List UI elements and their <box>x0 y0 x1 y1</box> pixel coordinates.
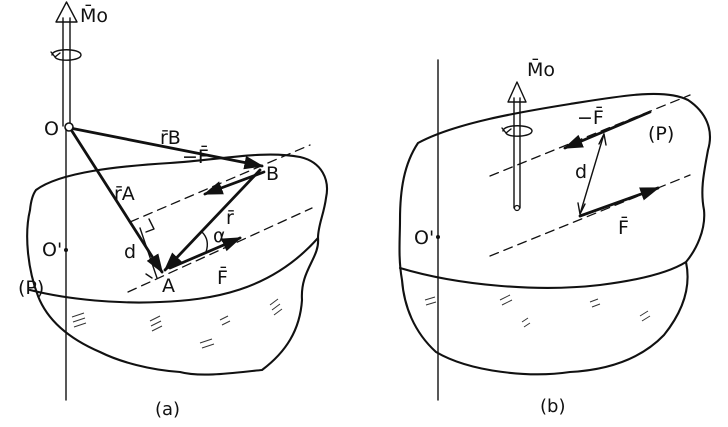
moment-label-b: M̄o <box>527 57 555 81</box>
minus-f-label-a: −F̄ <box>182 144 209 168</box>
panel-b: M̄o −F̄ (P) d O' F̄ (b) <box>398 57 711 417</box>
vector-r <box>163 168 262 272</box>
action-line-upper-b <box>489 94 691 177</box>
plane-label-a: (P) <box>18 277 44 299</box>
rock-body-b <box>398 92 711 376</box>
alpha-label: α <box>213 225 226 247</box>
caption-b: (b) <box>540 396 565 417</box>
origin-prime-point-a <box>64 248 68 252</box>
hatching-b <box>424 294 651 328</box>
r-label: r̄ <box>226 207 235 229</box>
plane-label-b: (P) <box>648 123 674 145</box>
vector-minus-f-b <box>563 110 652 150</box>
vector-minus-f-a <box>203 170 266 196</box>
vector-f-b <box>578 186 660 218</box>
origin-point <box>64 122 74 132</box>
vector-ra <box>68 126 164 274</box>
vector-f-a <box>168 236 242 270</box>
rotation-arrow-b-icon <box>502 125 533 137</box>
plane-section-b <box>398 260 688 289</box>
d-label-b: d <box>575 161 587 183</box>
action-line-lower-a <box>127 207 313 293</box>
vector-rb <box>68 126 264 170</box>
moment-label-a: M̄o <box>80 3 108 27</box>
rb-label: r̄B <box>160 127 181 149</box>
alpha-arc <box>201 231 209 253</box>
point-b-label: B <box>266 163 279 185</box>
plane-section-a <box>28 236 320 304</box>
origin-prime-label-a: O' <box>42 239 62 261</box>
rock-body-a <box>26 153 328 376</box>
rotation-arrow-icon <box>51 49 82 61</box>
origin-prime-label-b: O' <box>414 227 434 249</box>
origin-label: O <box>44 118 59 140</box>
hatching-a <box>71 298 283 349</box>
panel-a: M̄o O r̄B r̄A −F̄ B r̄ α d O' F̄ A (P) (… <box>18 1 328 420</box>
f-label-a: F̄ <box>217 265 228 289</box>
distance-line-b <box>579 133 605 215</box>
d-label-a: d <box>124 241 136 263</box>
moment-vector-b <box>501 81 533 212</box>
ra-label: r̄A <box>114 183 135 205</box>
minus-f-label-b: −F̄ <box>577 105 604 129</box>
f-label-b: F̄ <box>618 215 629 239</box>
moment-vector-a <box>50 1 82 127</box>
caption-a: (a) <box>155 399 180 420</box>
origin-prime-point-b <box>436 235 440 239</box>
point-a-label: A <box>162 275 175 297</box>
